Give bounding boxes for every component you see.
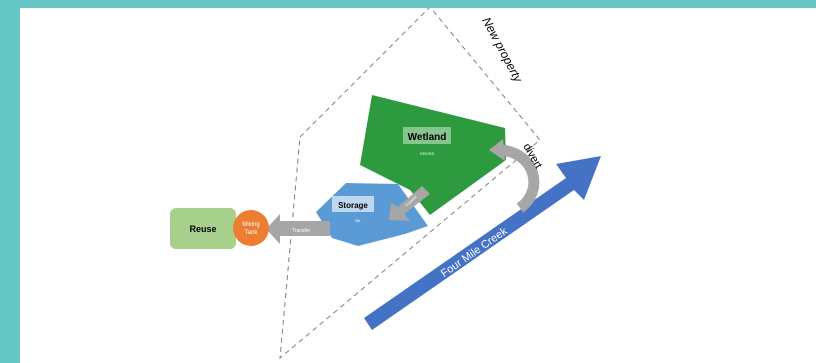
storage-caption: ML [355, 218, 361, 223]
divert-arrow-curve [499, 144, 540, 213]
transfer-bottom-label: Transfer [292, 228, 311, 234]
wetland-caption: GROSS [420, 151, 435, 156]
property-boundary [279, 6, 541, 360]
creek-label: Four Mile Creek [439, 225, 510, 280]
storage-title: Storage [338, 201, 368, 210]
diagram-canvas: New property Four Mile Creek Wetland GRO… [20, 6, 816, 363]
reuse-box [170, 208, 236, 249]
diagram-svg: New property Four Mile Creek Wetland GRO… [170, 6, 601, 360]
transfer-arrow [266, 214, 330, 244]
mixing-tank-line2: Tank [245, 230, 259, 236]
storage-shape [316, 183, 428, 246]
creek-arrow [364, 156, 601, 330]
mixing-tank-line1: Mixing [242, 222, 259, 228]
wetland-title: Wetland [408, 132, 447, 143]
reuse-title: Reuse [189, 224, 216, 234]
mixing-tank-circle [233, 210, 269, 246]
divert-arrow-head [489, 139, 505, 161]
wetland-label-box [403, 127, 451, 144]
transfer-arrow-small [389, 186, 430, 221]
wetland-shape [360, 95, 506, 215]
storage-label-box [332, 196, 374, 212]
